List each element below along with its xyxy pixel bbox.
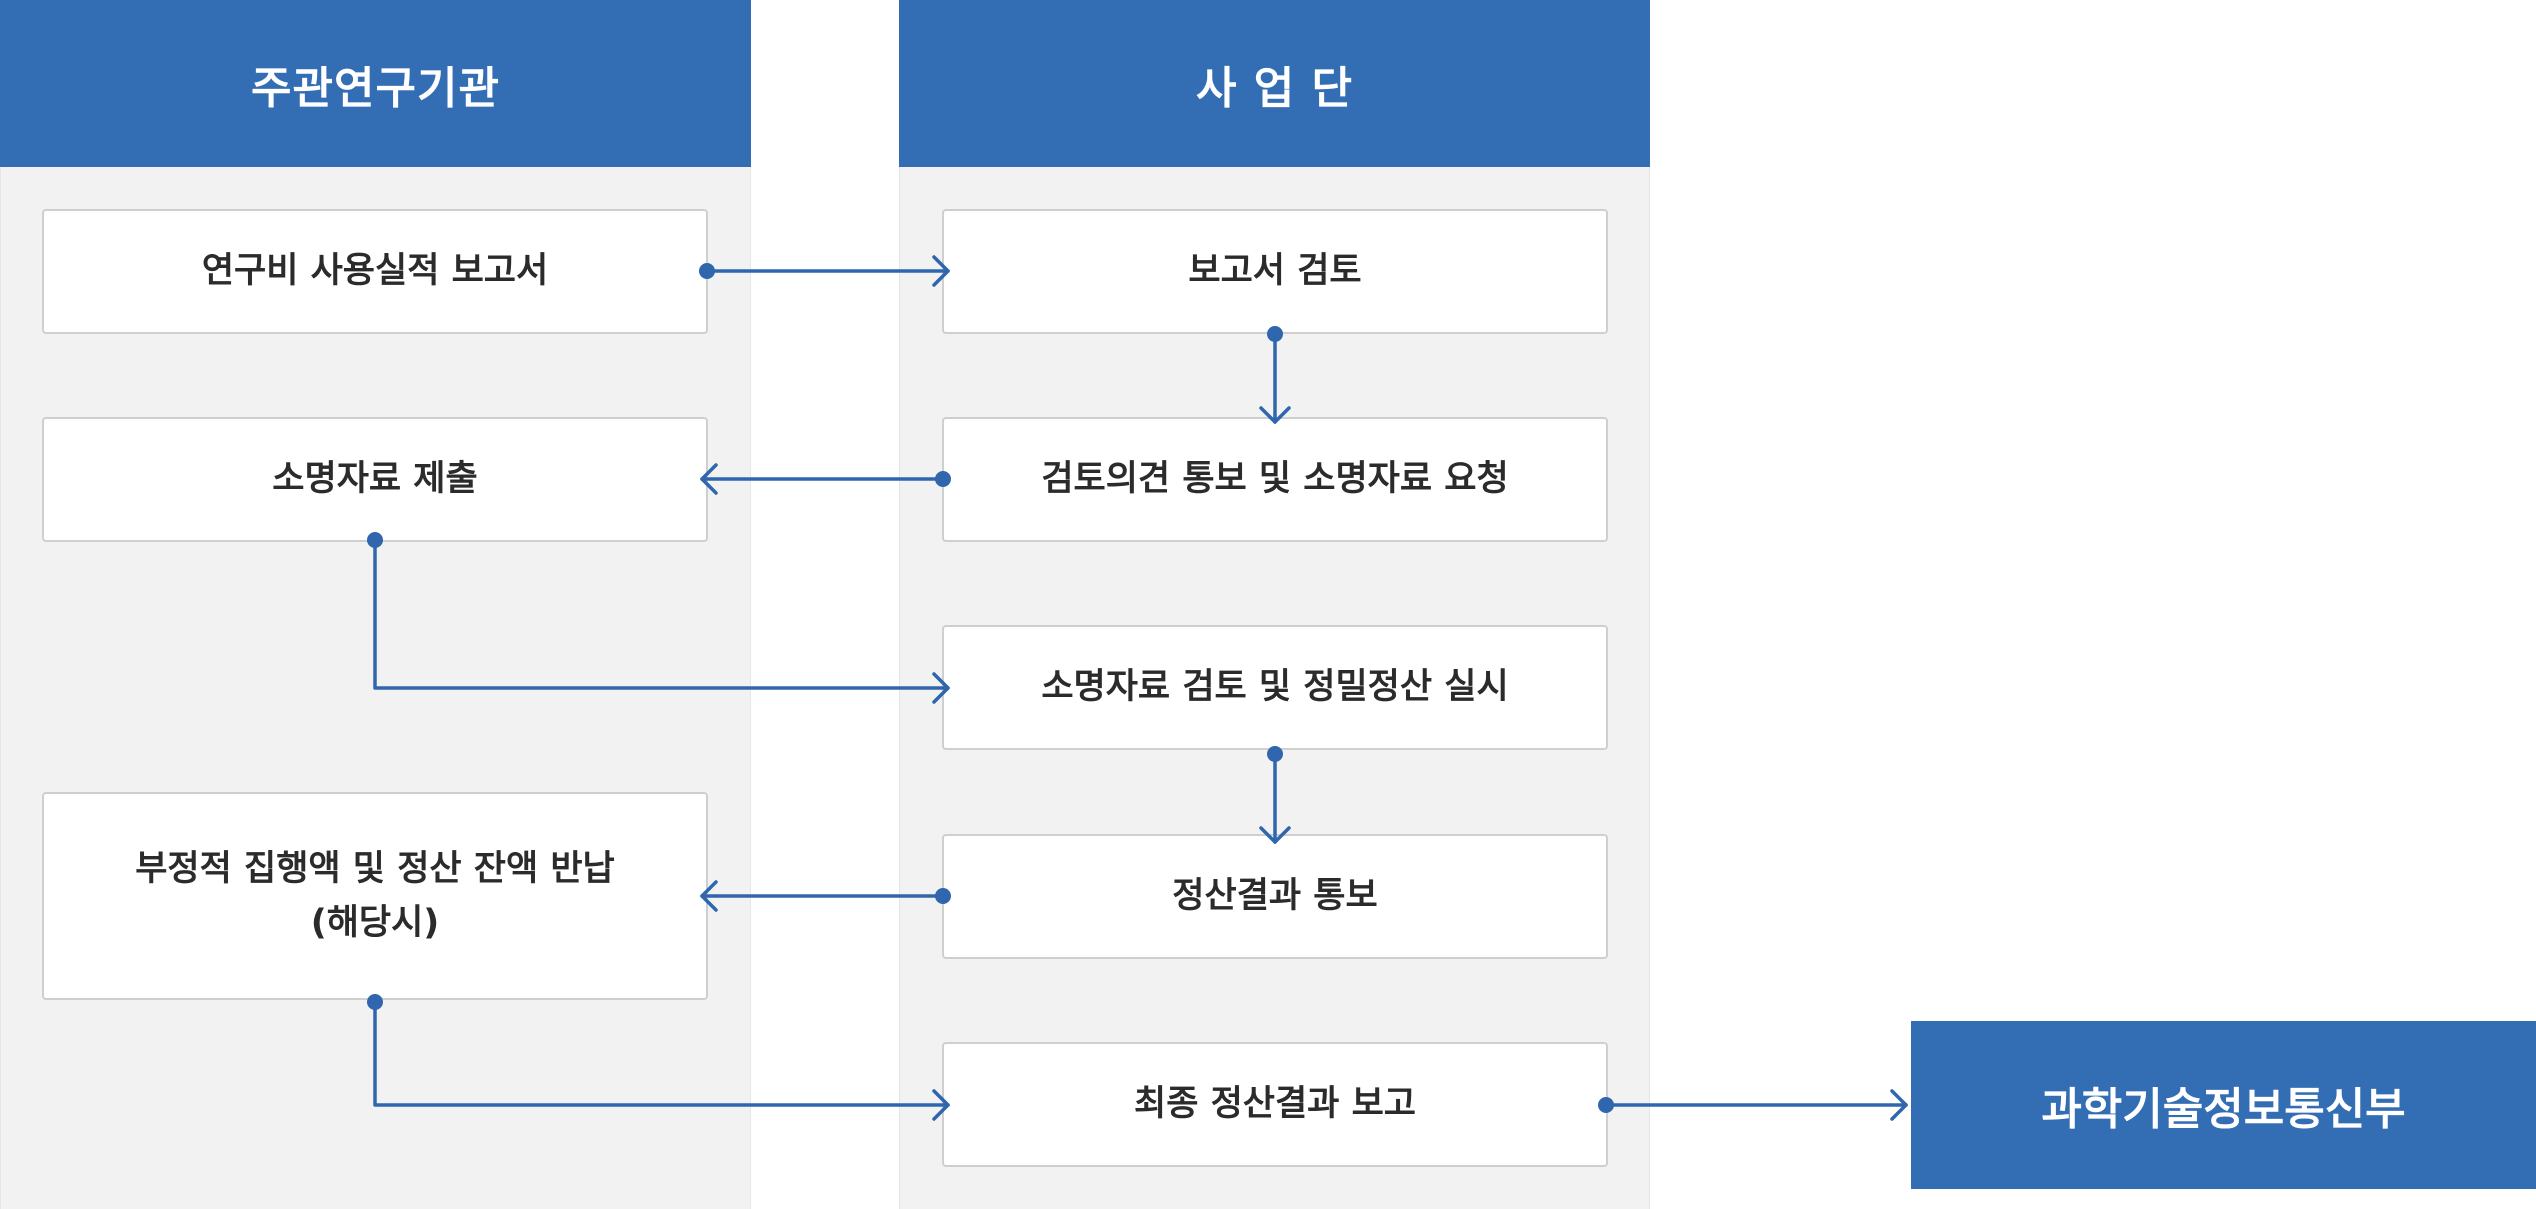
box-refund: 부정적 집행액 및 정산 잔액 반납 (해당시) (42, 792, 708, 1000)
box-final-report: 최종 정산결과 보고 (942, 1042, 1608, 1167)
box-ministry: 과학기술정보통신부 (1911, 1021, 2536, 1189)
box-detailed-audit: 소명자료 검토 및 정밀정산 실시 (942, 625, 1608, 750)
column-project-group (899, 0, 1650, 1209)
box-review-notice-label: 검토의견 통보 및 소명자료 요청 (1041, 459, 1509, 500)
arrowhead-final-to-ministry (1890, 1089, 1908, 1121)
header-research-institute: 주관연구기관 (0, 0, 751, 167)
box-report-review-label: 보고서 검토 (1188, 251, 1362, 292)
box-detailed-audit-label: 소명자료 검토 및 정밀정산 실시 (1041, 667, 1509, 708)
box-expense-report-label: 연구비 사용실적 보고서 (201, 251, 549, 292)
box-submit-explanation: 소명자료 제출 (42, 417, 708, 542)
column-research-institute (0, 0, 751, 1209)
box-submit-explanation-label: 소명자료 제출 (272, 459, 478, 500)
box-result-notice-label: 정산결과 통보 (1172, 876, 1378, 917)
box-review-notice: 검토의견 통보 및 소명자료 요청 (942, 417, 1608, 542)
header-project-group: 사 업 단 (899, 0, 1650, 167)
box-expense-report: 연구비 사용실적 보고서 (42, 209, 708, 334)
box-report-review: 보고서 검토 (942, 209, 1608, 334)
box-final-report-label: 최종 정산결과 보고 (1134, 1084, 1416, 1125)
box-result-notice: 정산결과 통보 (942, 834, 1608, 959)
box-refund-label-line1: 부정적 집행액 및 정산 잔액 반납 (135, 848, 615, 889)
box-refund-label-line2: (해당시) (310, 903, 440, 943)
